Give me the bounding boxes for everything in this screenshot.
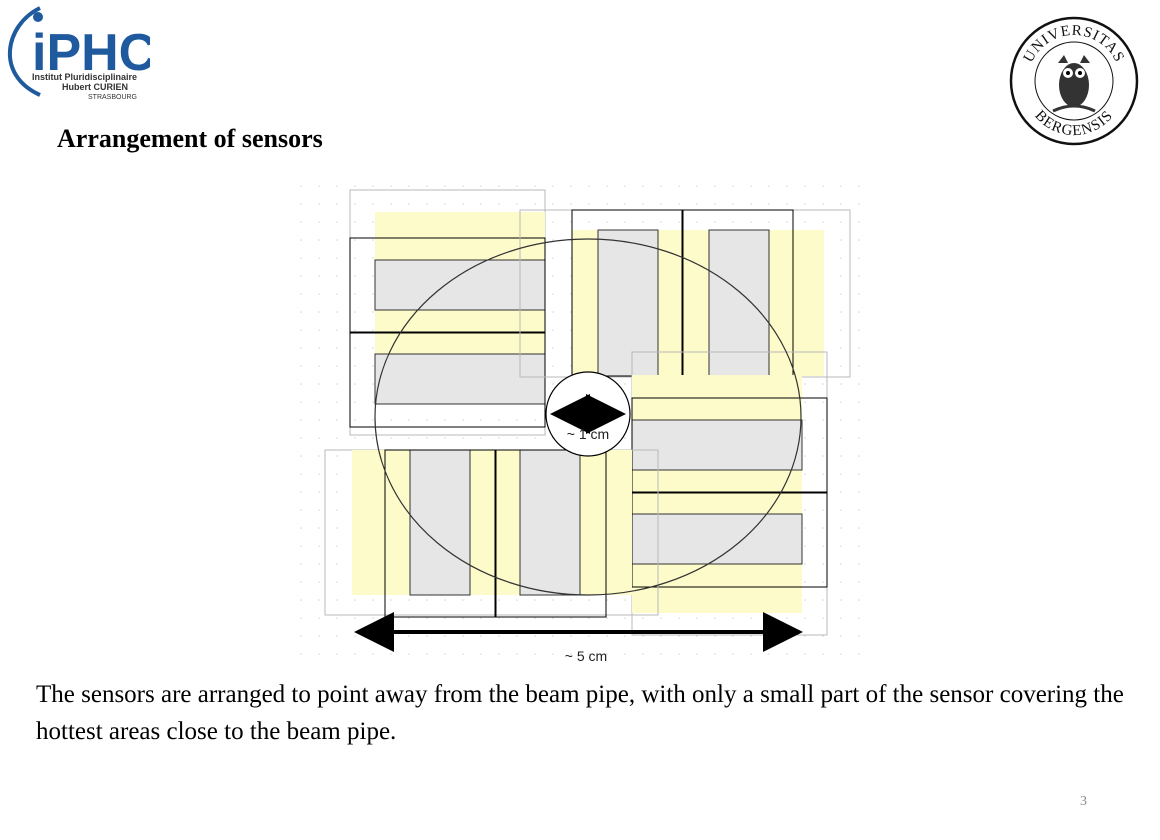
logo-wordmark: iPHC	[32, 24, 150, 82]
acceptance-ellipse	[374, 238, 802, 596]
page-number: 3	[1080, 794, 1087, 809]
university-seal: UNIVERSITAS BERGENSIS	[1008, 15, 1140, 147]
outer-size-label: ~ 5 cm	[565, 648, 607, 664]
sensor-arrangement-diagram: ~ 1 cm ~ 5 cm	[300, 185, 870, 670]
sensor-module-bottom-left	[324, 449, 659, 618]
beam-pipe: ~ 1 cm	[545, 371, 631, 457]
owl-icon	[1052, 55, 1096, 113]
iphc-logo: iPHC Institut Pluridisciplinaire Hubert …	[0, 0, 156, 105]
logo-line-2: Hubert CURIEN	[62, 82, 128, 92]
slide-title: Arrangement of sensors	[57, 124, 323, 153]
inner-size-label: ~ 1 cm	[567, 426, 609, 442]
body-text: The sensors are arranged to point away f…	[36, 681, 1124, 745]
sensor-module-bottom-right	[631, 351, 828, 636]
sensor-module-top-left	[349, 189, 546, 436]
logo-line-1: Institut Pluridisciplinaire	[32, 72, 137, 82]
logo-line-3: STRASBOURG	[88, 94, 137, 101]
